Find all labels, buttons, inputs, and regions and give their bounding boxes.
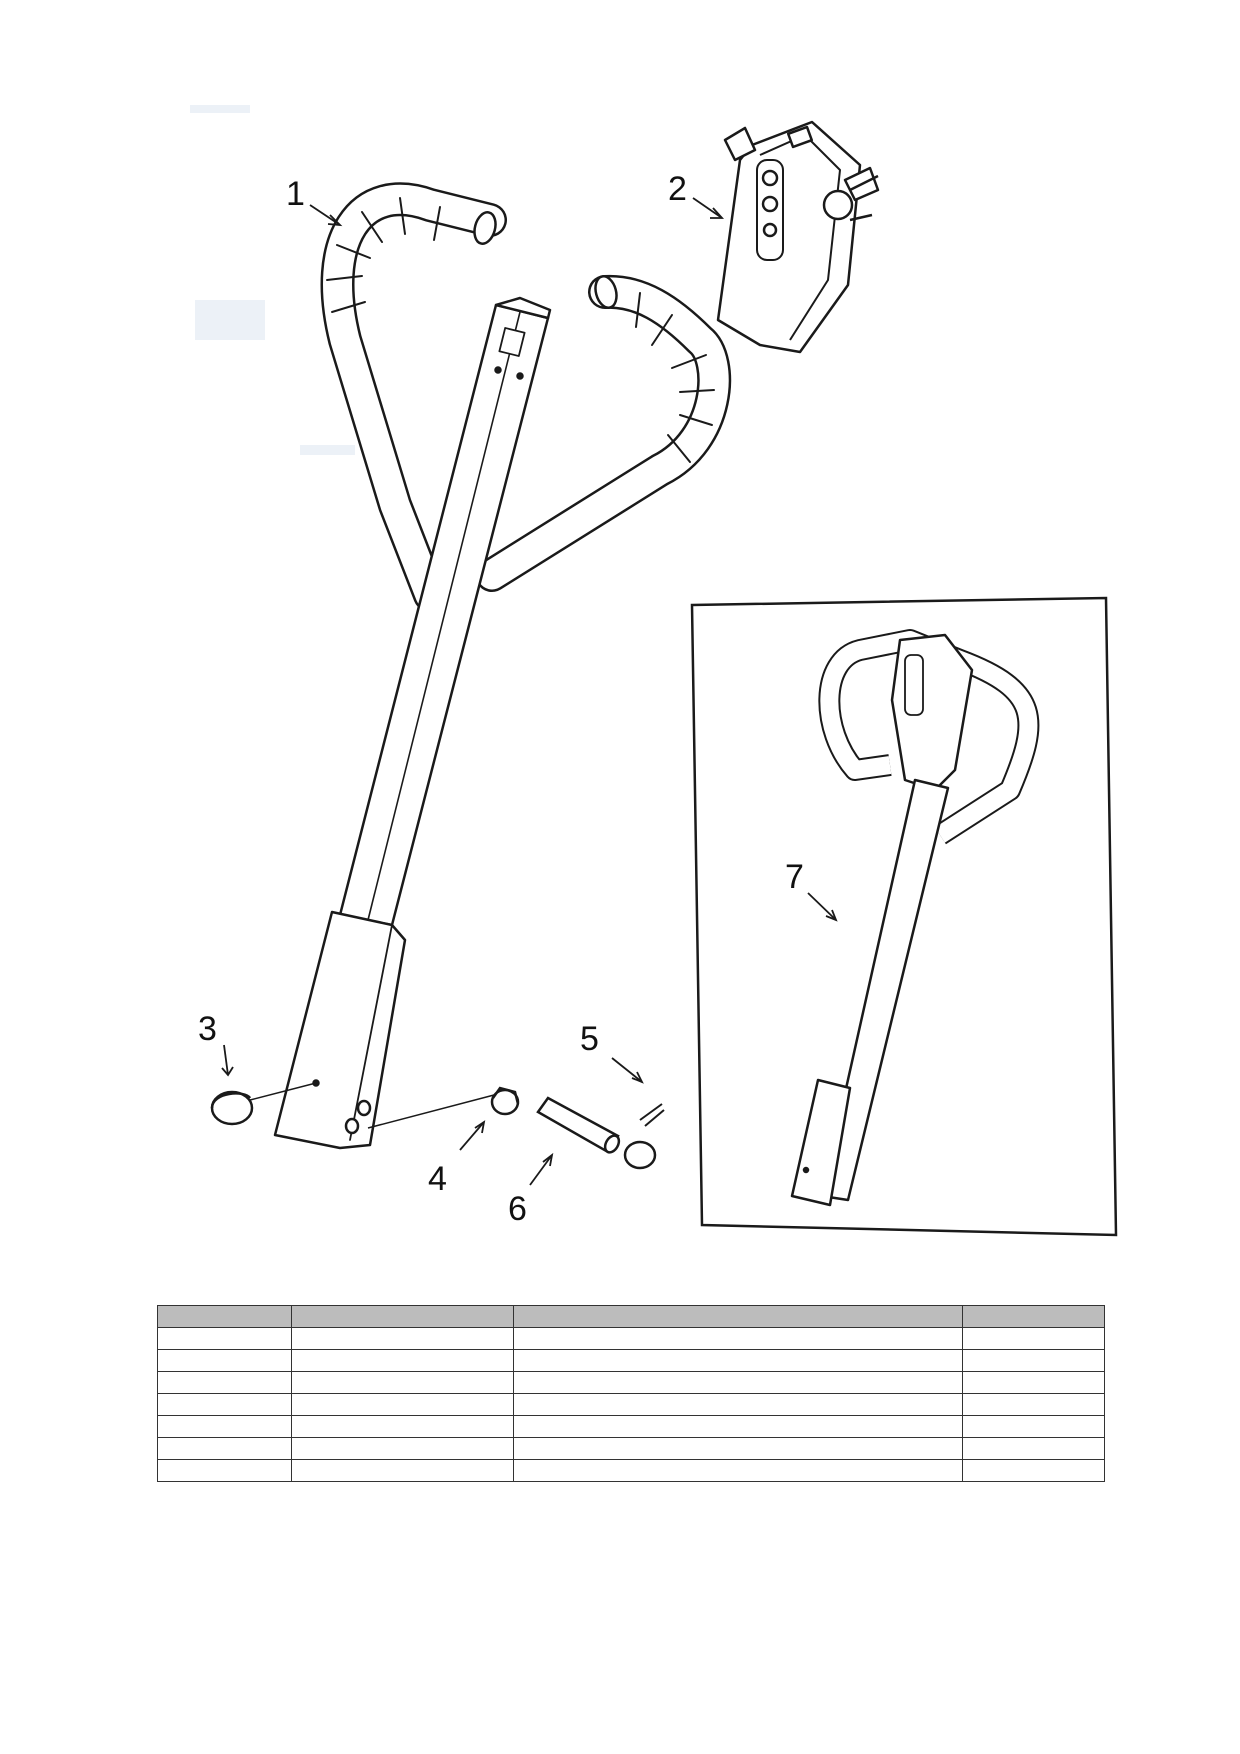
table-cell: [157, 1415, 292, 1438]
callout-2: 2: [668, 170, 687, 208]
table-cell: [962, 1349, 1105, 1372]
table-cell: [513, 1327, 963, 1350]
table-row: [157, 1371, 1105, 1394]
part-6-axle: [536, 1096, 621, 1154]
part-5-pin: [623, 1103, 665, 1170]
table-cell: [513, 1415, 963, 1438]
table-cell: [157, 1371, 292, 1394]
table-header-cell: [513, 1305, 963, 1328]
callout-1: 1: [286, 175, 305, 213]
leader-3-to-base: [249, 1082, 317, 1101]
table-cell: [962, 1459, 1105, 1482]
table-cell: [962, 1327, 1105, 1350]
table-cell: [962, 1415, 1105, 1438]
table-cell: [513, 1393, 963, 1416]
left-arm-end-cap: [473, 211, 497, 245]
parts-table: [157, 1305, 1105, 1482]
table-cell: [291, 1437, 514, 1460]
part-3-end-plug: [210, 1090, 254, 1126]
table-cell: [513, 1437, 963, 1460]
scan-smudges: [190, 105, 355, 455]
exploded-parts-diagram: 1 2 3 4 5 6 7: [190, 105, 1118, 1237]
table-row: [157, 1415, 1105, 1438]
main-post-top: [494, 296, 552, 320]
table-cell: [962, 1437, 1105, 1460]
table-cell: [291, 1327, 514, 1350]
table-cell: [291, 1349, 514, 1372]
table-header-cell: [157, 1305, 292, 1328]
table-cell: [962, 1393, 1105, 1416]
callout-4: 4: [428, 1160, 447, 1198]
part-2-controller: [716, 120, 880, 354]
right-arm-segments: [635, 292, 715, 463]
table-cell: [291, 1459, 514, 1482]
table-row: [157, 1327, 1105, 1350]
table-cell: [157, 1327, 292, 1350]
table-cell: [291, 1371, 514, 1394]
table-cell: [291, 1415, 514, 1438]
table-cell: [513, 1459, 963, 1482]
part-1-handle-frame: [273, 182, 732, 1150]
leader-4-to-base: [367, 1094, 495, 1129]
part-4-bushing: [490, 1086, 520, 1116]
table-header-row: [157, 1305, 1105, 1328]
table-cell: [157, 1393, 292, 1416]
table-header-cell: [962, 1305, 1105, 1328]
table-row: [157, 1437, 1105, 1460]
callout-5: 5: [580, 1020, 599, 1058]
table-cell: [513, 1349, 963, 1372]
left-arm-segments: [326, 197, 441, 313]
table-cell: [157, 1437, 292, 1460]
callout-3: 3: [198, 1010, 217, 1048]
table-cell: [962, 1371, 1105, 1394]
part-7-inset: [690, 596, 1118, 1237]
table-cell: [513, 1371, 963, 1394]
table-row: [157, 1349, 1105, 1372]
table-cell: [157, 1459, 292, 1482]
table-row: [157, 1393, 1105, 1416]
table-cell: [157, 1349, 292, 1372]
table-row: [157, 1459, 1105, 1482]
leader-arrows: [221, 197, 838, 1186]
callout-6: 6: [508, 1190, 527, 1228]
right-arm-end-cap: [594, 275, 618, 309]
table-cell: [291, 1393, 514, 1416]
callout-7: 7: [785, 858, 804, 896]
table-header-cell: [291, 1305, 514, 1328]
base-sleeve: [273, 910, 407, 1150]
